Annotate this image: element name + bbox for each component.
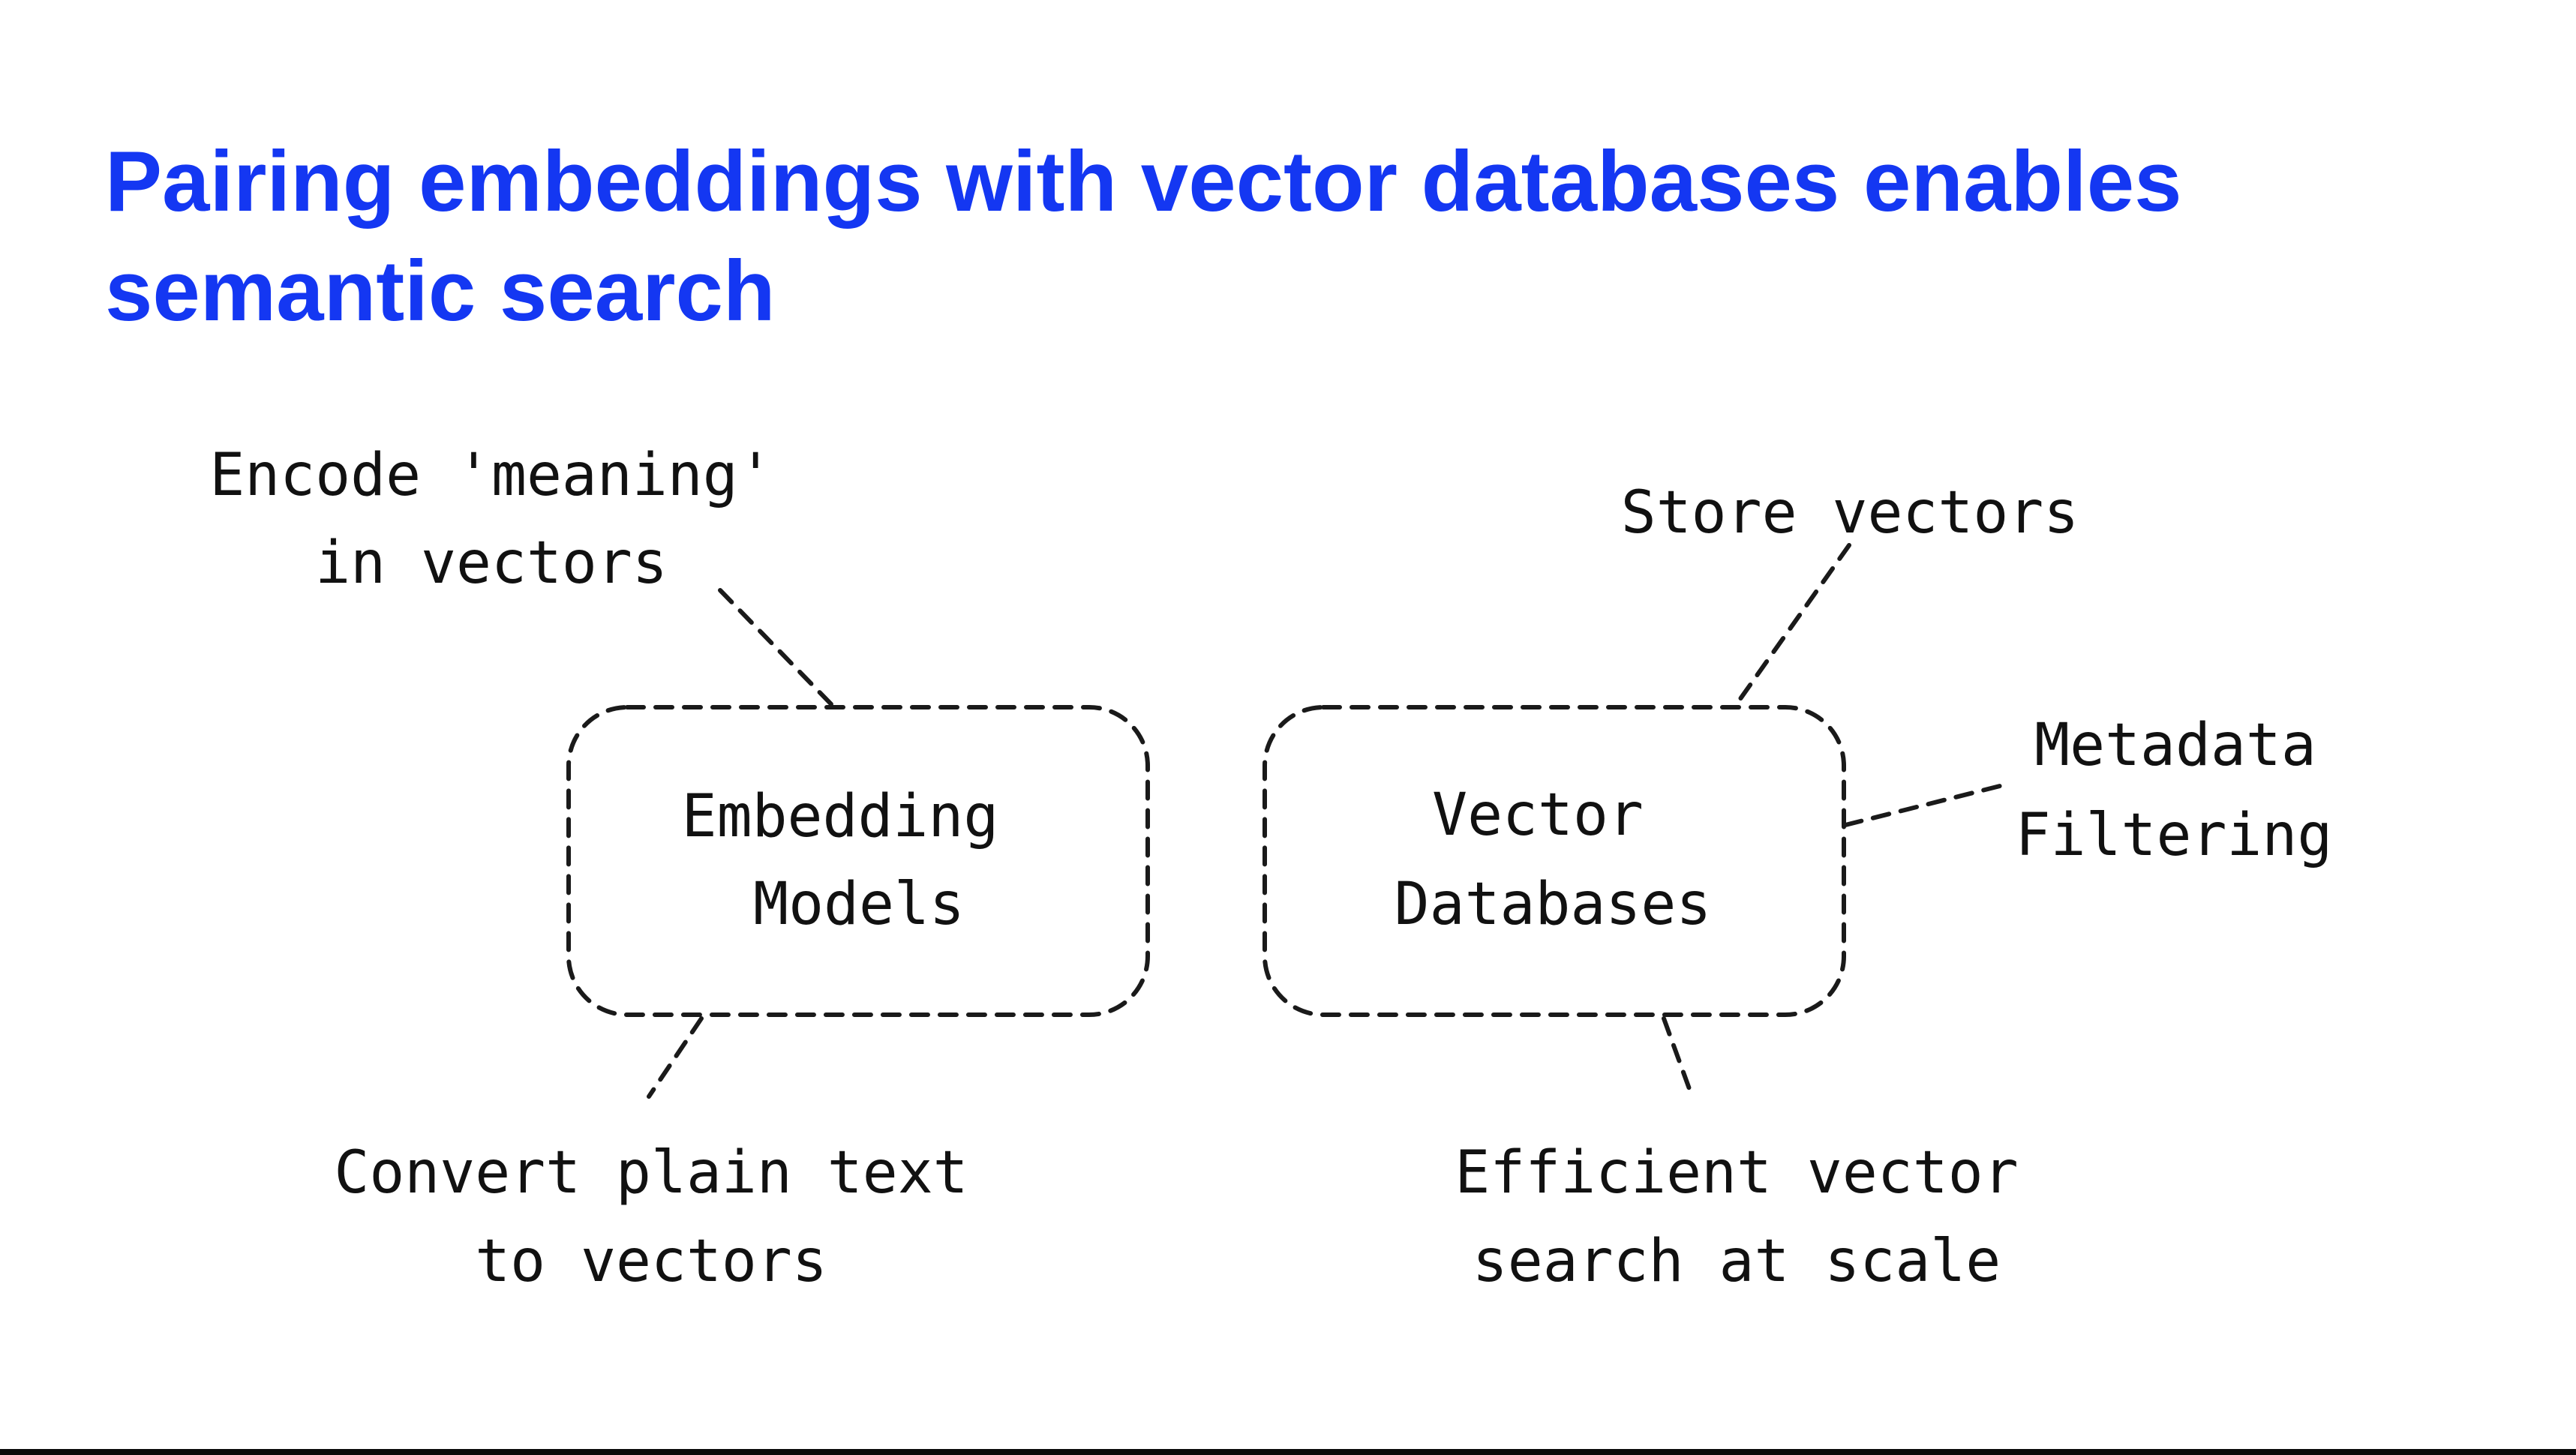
connector-convert [647, 1016, 704, 1099]
note-encode-line2: in vectors [315, 530, 668, 597]
note-convert-line1: Convert plain text [334, 1139, 968, 1207]
bottom-bar [0, 1449, 2576, 1455]
embedding-models-box [566, 705, 1150, 1017]
note-metadata-line1: Metadata [2034, 712, 2316, 779]
note-metadata-line2: Filtering [2016, 802, 2333, 869]
vector-databases-box [1262, 705, 1846, 1017]
note-efficient-line2: search at scale [1473, 1228, 2001, 1295]
vector-box-line1: Vector [1432, 782, 1644, 849]
connector-efficient [1662, 1016, 1694, 1097]
note-convert-line2: to vectors [475, 1228, 827, 1295]
slide-title: Pairing embeddings with vector databases… [105, 134, 2182, 339]
embedding-box-line1: Embedding [682, 783, 999, 850]
connector-metadata [1843, 783, 2005, 827]
note-encode-line1: Encode 'meaning' [209, 442, 773, 509]
note-store-line1: Store vectors [1621, 479, 2079, 547]
embedding-box-line2: Models [753, 871, 965, 938]
note-efficient-line1: Efficient vector [1455, 1139, 2018, 1207]
vector-box-line2: Databases [1395, 871, 1712, 938]
connector-store [1732, 543, 1851, 710]
connector-encode [718, 588, 836, 710]
